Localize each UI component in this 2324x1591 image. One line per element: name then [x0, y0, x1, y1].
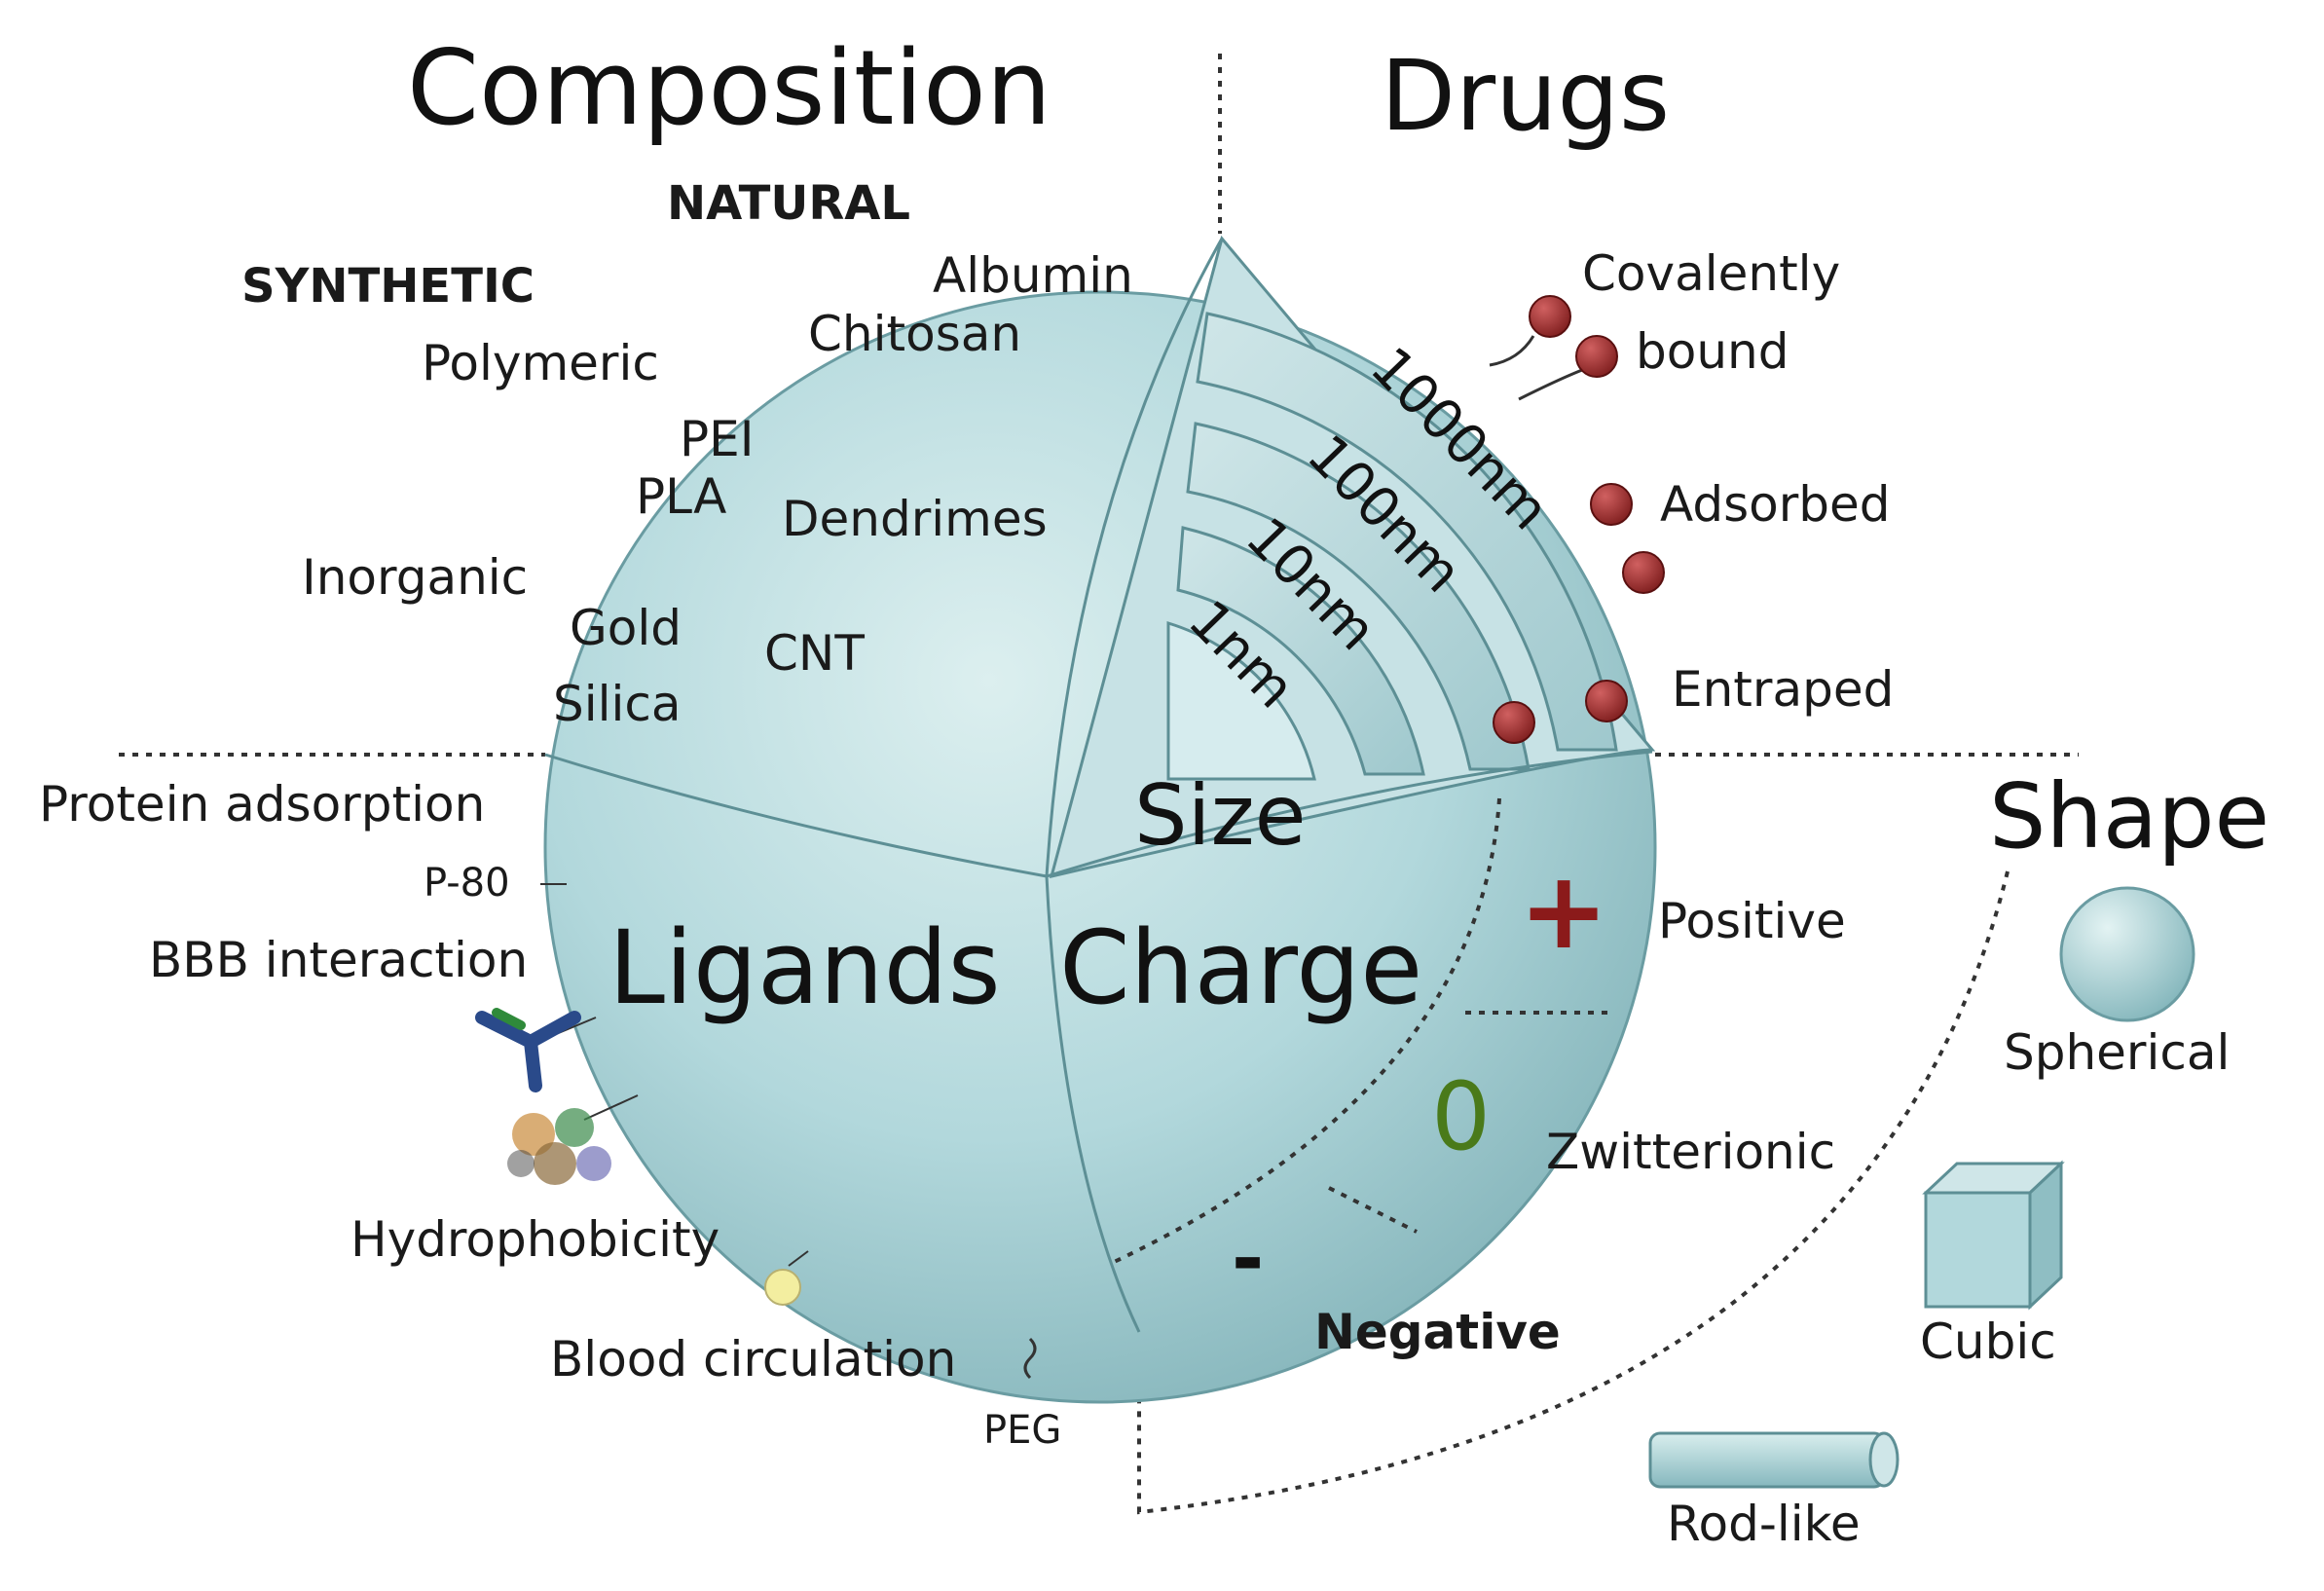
label-protein-adsorption: Protein adsorption: [39, 776, 485, 832]
label-rod-like: Rod-like: [1667, 1496, 1861, 1552]
label-inorganic: Inorganic: [302, 549, 528, 606]
drug-dot-entraped-2: [1585, 680, 1628, 722]
charge-divider-2: [1328, 1186, 1418, 1234]
label-positive: Positive: [1658, 893, 1846, 949]
charge-minus-symbol: -: [1232, 1213, 1264, 1304]
label-cnt: CNT: [764, 625, 865, 682]
sphere-seam-meridian-lower: [1045, 875, 1141, 1333]
heading-ligands: Ligands: [609, 908, 1001, 1027]
sphere-seam-equator-right: [1046, 750, 1653, 878]
antibody-icon: [475, 1011, 581, 1092]
ligand-icons: [475, 883, 1037, 1380]
sphere-shape-icon: [2059, 886, 2195, 1022]
sphere-seam-meridian-upper: [1045, 238, 1224, 877]
label-polymeric: Polymeric: [422, 335, 659, 391]
label-zwitterionic: Zwitterionic: [1546, 1124, 1835, 1180]
label-albumin: Albumin: [933, 247, 1133, 304]
label-dendrimes: Dendrimes: [782, 491, 1048, 547]
label-pla: PLA: [636, 468, 726, 525]
label-covalently: Covalently: [1582, 245, 1840, 302]
label-hydrophobicity: Hydrophobicity: [350, 1211, 719, 1268]
drug-dot-adsorbed-2: [1622, 551, 1665, 594]
drug-dots: [1489, 295, 1665, 744]
label-p80: P-80: [424, 861, 510, 906]
label-cubic: Cubic: [1920, 1314, 2056, 1370]
charge-zero-symbol: 0: [1431, 1062, 1491, 1171]
heading-composition: Composition: [407, 28, 1051, 148]
label-blood-circulation: Blood circulation: [550, 1331, 956, 1388]
drug-dot-adsorbed-1: [1590, 483, 1633, 526]
label-bbb-interaction: BBB interaction: [149, 932, 528, 988]
label-entraped: Entraped: [1672, 661, 1894, 718]
drug-dot-covalent-2: [1575, 335, 1618, 378]
shape-region-arc: [1137, 870, 2010, 1515]
label-spherical: Spherical: [2004, 1024, 2230, 1081]
sphere-seam-equator-left: [544, 753, 1048, 878]
charge-plus-symbol: +: [1519, 848, 1608, 973]
heading-drugs: Drugs: [1381, 39, 1670, 153]
heading-shape: Shape: [1989, 764, 2269, 869]
label-negative: Negative: [1314, 1304, 1561, 1360]
label-peg: PEG: [983, 1408, 1061, 1453]
drug-dot-covalent-1: [1529, 295, 1571, 338]
heading-charge: Charge: [1059, 908, 1422, 1027]
protein-icon: [507, 1108, 611, 1185]
cube-shape-icon: [1922, 1160, 2065, 1311]
label-silica: Silica: [553, 676, 682, 732]
shape-icons: [1648, 886, 2195, 1489]
label-bound: bound: [1636, 323, 1789, 380]
label-adsorbed: Adsorbed: [1660, 476, 1891, 533]
label-natural: NATURAL: [667, 176, 910, 231]
peg-dot-icon: [764, 1269, 801, 1306]
rod-shape-icon: [1648, 1431, 1900, 1489]
drug-dot-entraped-1: [1493, 701, 1535, 744]
heading-size: Size: [1134, 767, 1307, 865]
label-synthetic: SYNTHETIC: [241, 259, 535, 314]
charge-band: [1109, 797, 1501, 1266]
label-pei: PEI: [680, 411, 755, 467]
label-gold: Gold: [570, 600, 682, 656]
label-chitosan: Chitosan: [808, 306, 1021, 362]
